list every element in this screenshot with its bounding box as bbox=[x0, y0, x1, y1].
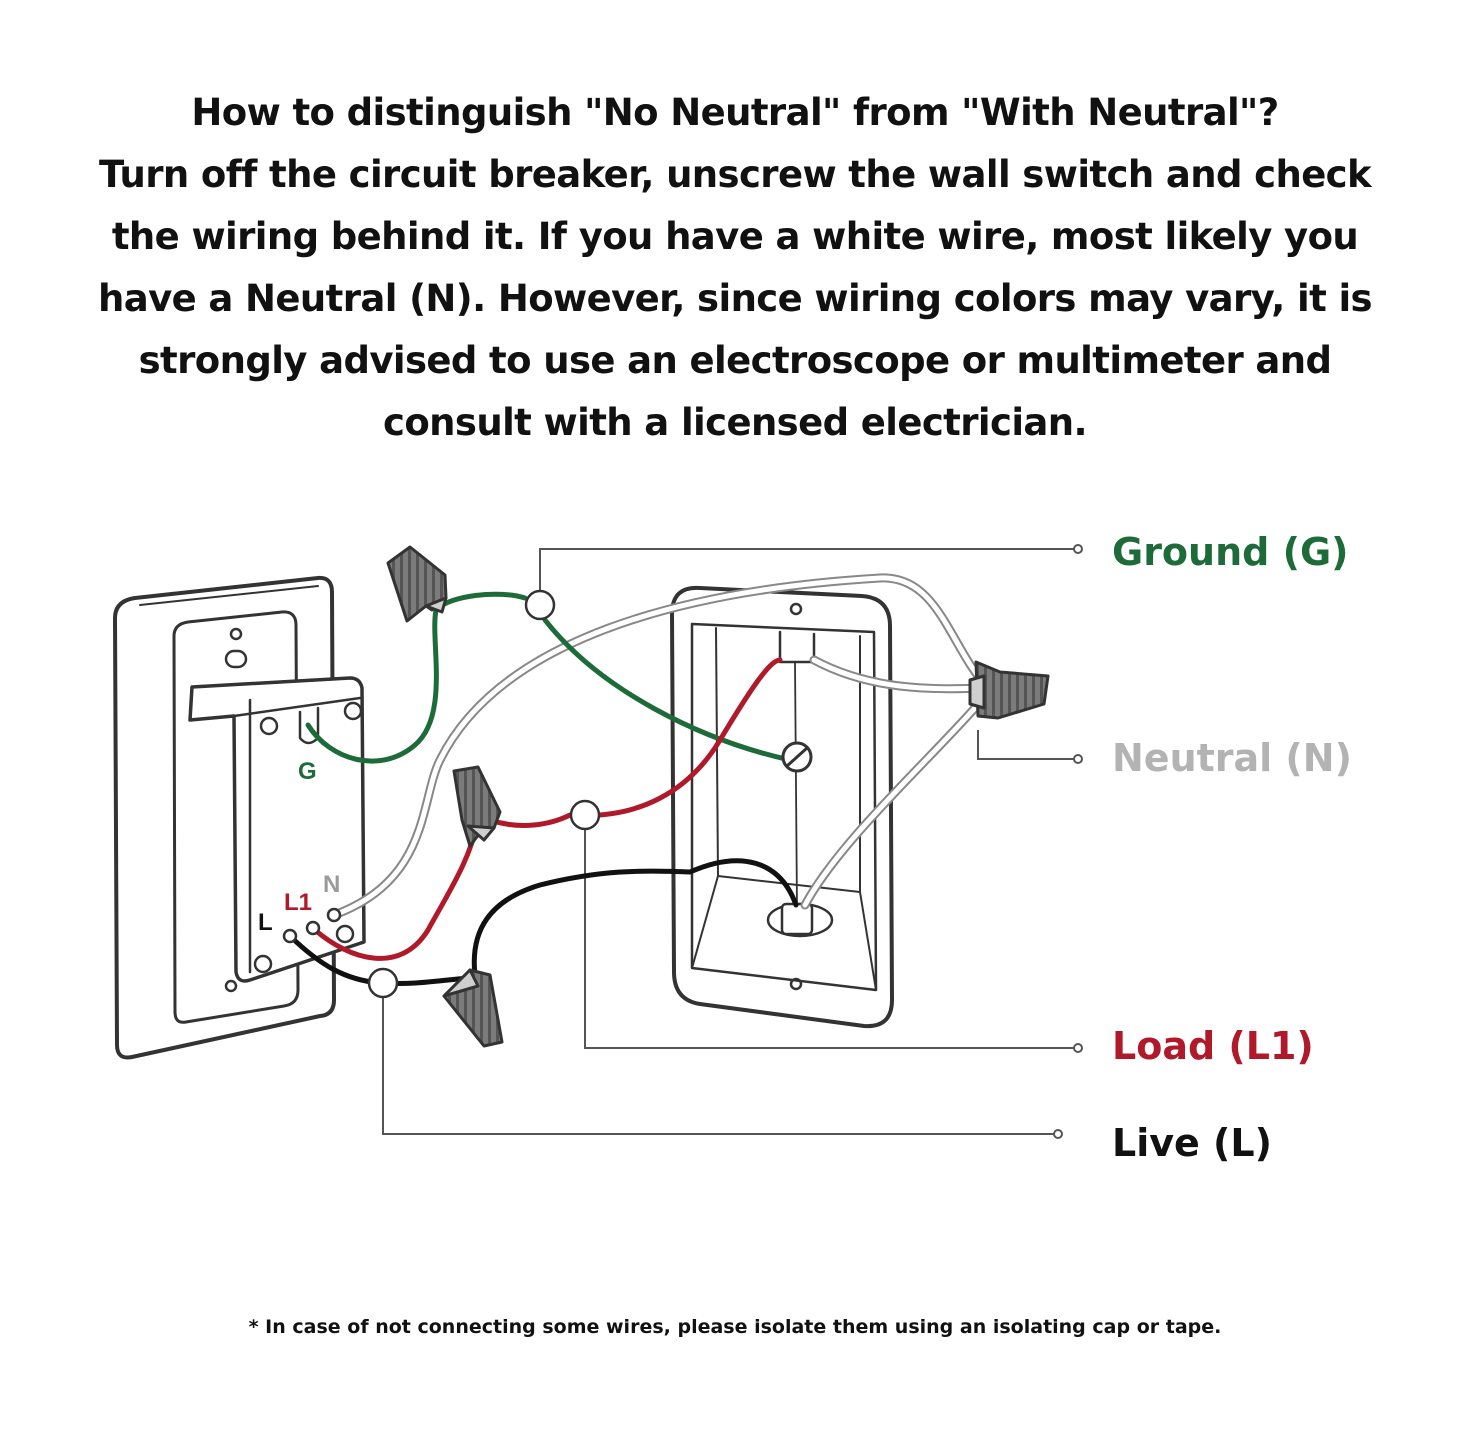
wire-nut bbox=[452, 765, 502, 848]
load-wires bbox=[312, 657, 783, 961]
legend-ground: Ground (G) bbox=[1112, 530, 1349, 574]
footnote: * In case of not connecting some wires, … bbox=[248, 1316, 1222, 1338]
ground-screw bbox=[781, 741, 813, 773]
connection-points bbox=[367, 589, 601, 999]
heading-line: have a Neutral (N). However, since wirin… bbox=[98, 277, 1373, 320]
heading-line: How to distinguish "No Neutral" from "Wi… bbox=[191, 91, 1279, 134]
heading-line: Turn off the circuit breaker, unscrew th… bbox=[98, 153, 1372, 196]
heading-line: strongly advised to use an electroscope … bbox=[138, 339, 1332, 382]
wire-nut bbox=[968, 660, 1050, 720]
terminal-label-n: N bbox=[323, 871, 340, 898]
legend-load: Load (L1) bbox=[1112, 1024, 1314, 1068]
junction-box bbox=[670, 585, 894, 1029]
neutral-wires bbox=[329, 573, 995, 920]
terminal-label-l1: L1 bbox=[284, 889, 312, 916]
terminal-label-l: L bbox=[258, 909, 273, 936]
heading-line: consult with a licensed electrician. bbox=[383, 401, 1088, 444]
wire-nut bbox=[442, 968, 504, 1048]
terminal-label-g: G bbox=[298, 758, 317, 785]
switch-terminals bbox=[282, 907, 342, 944]
legend-live: Live (L) bbox=[1112, 1121, 1272, 1165]
wall-switch bbox=[113, 575, 366, 1060]
heading-line: the wiring behind it. If you have a whit… bbox=[111, 215, 1359, 258]
wire-nut bbox=[386, 545, 448, 623]
legend-neutral: Neutral (N) bbox=[1112, 736, 1352, 780]
instructions-heading: How to distinguish "No Neutral" from "Wi… bbox=[60, 82, 1410, 454]
ground-wires bbox=[305, 591, 793, 764]
leader-lines bbox=[382, 544, 1083, 1139]
